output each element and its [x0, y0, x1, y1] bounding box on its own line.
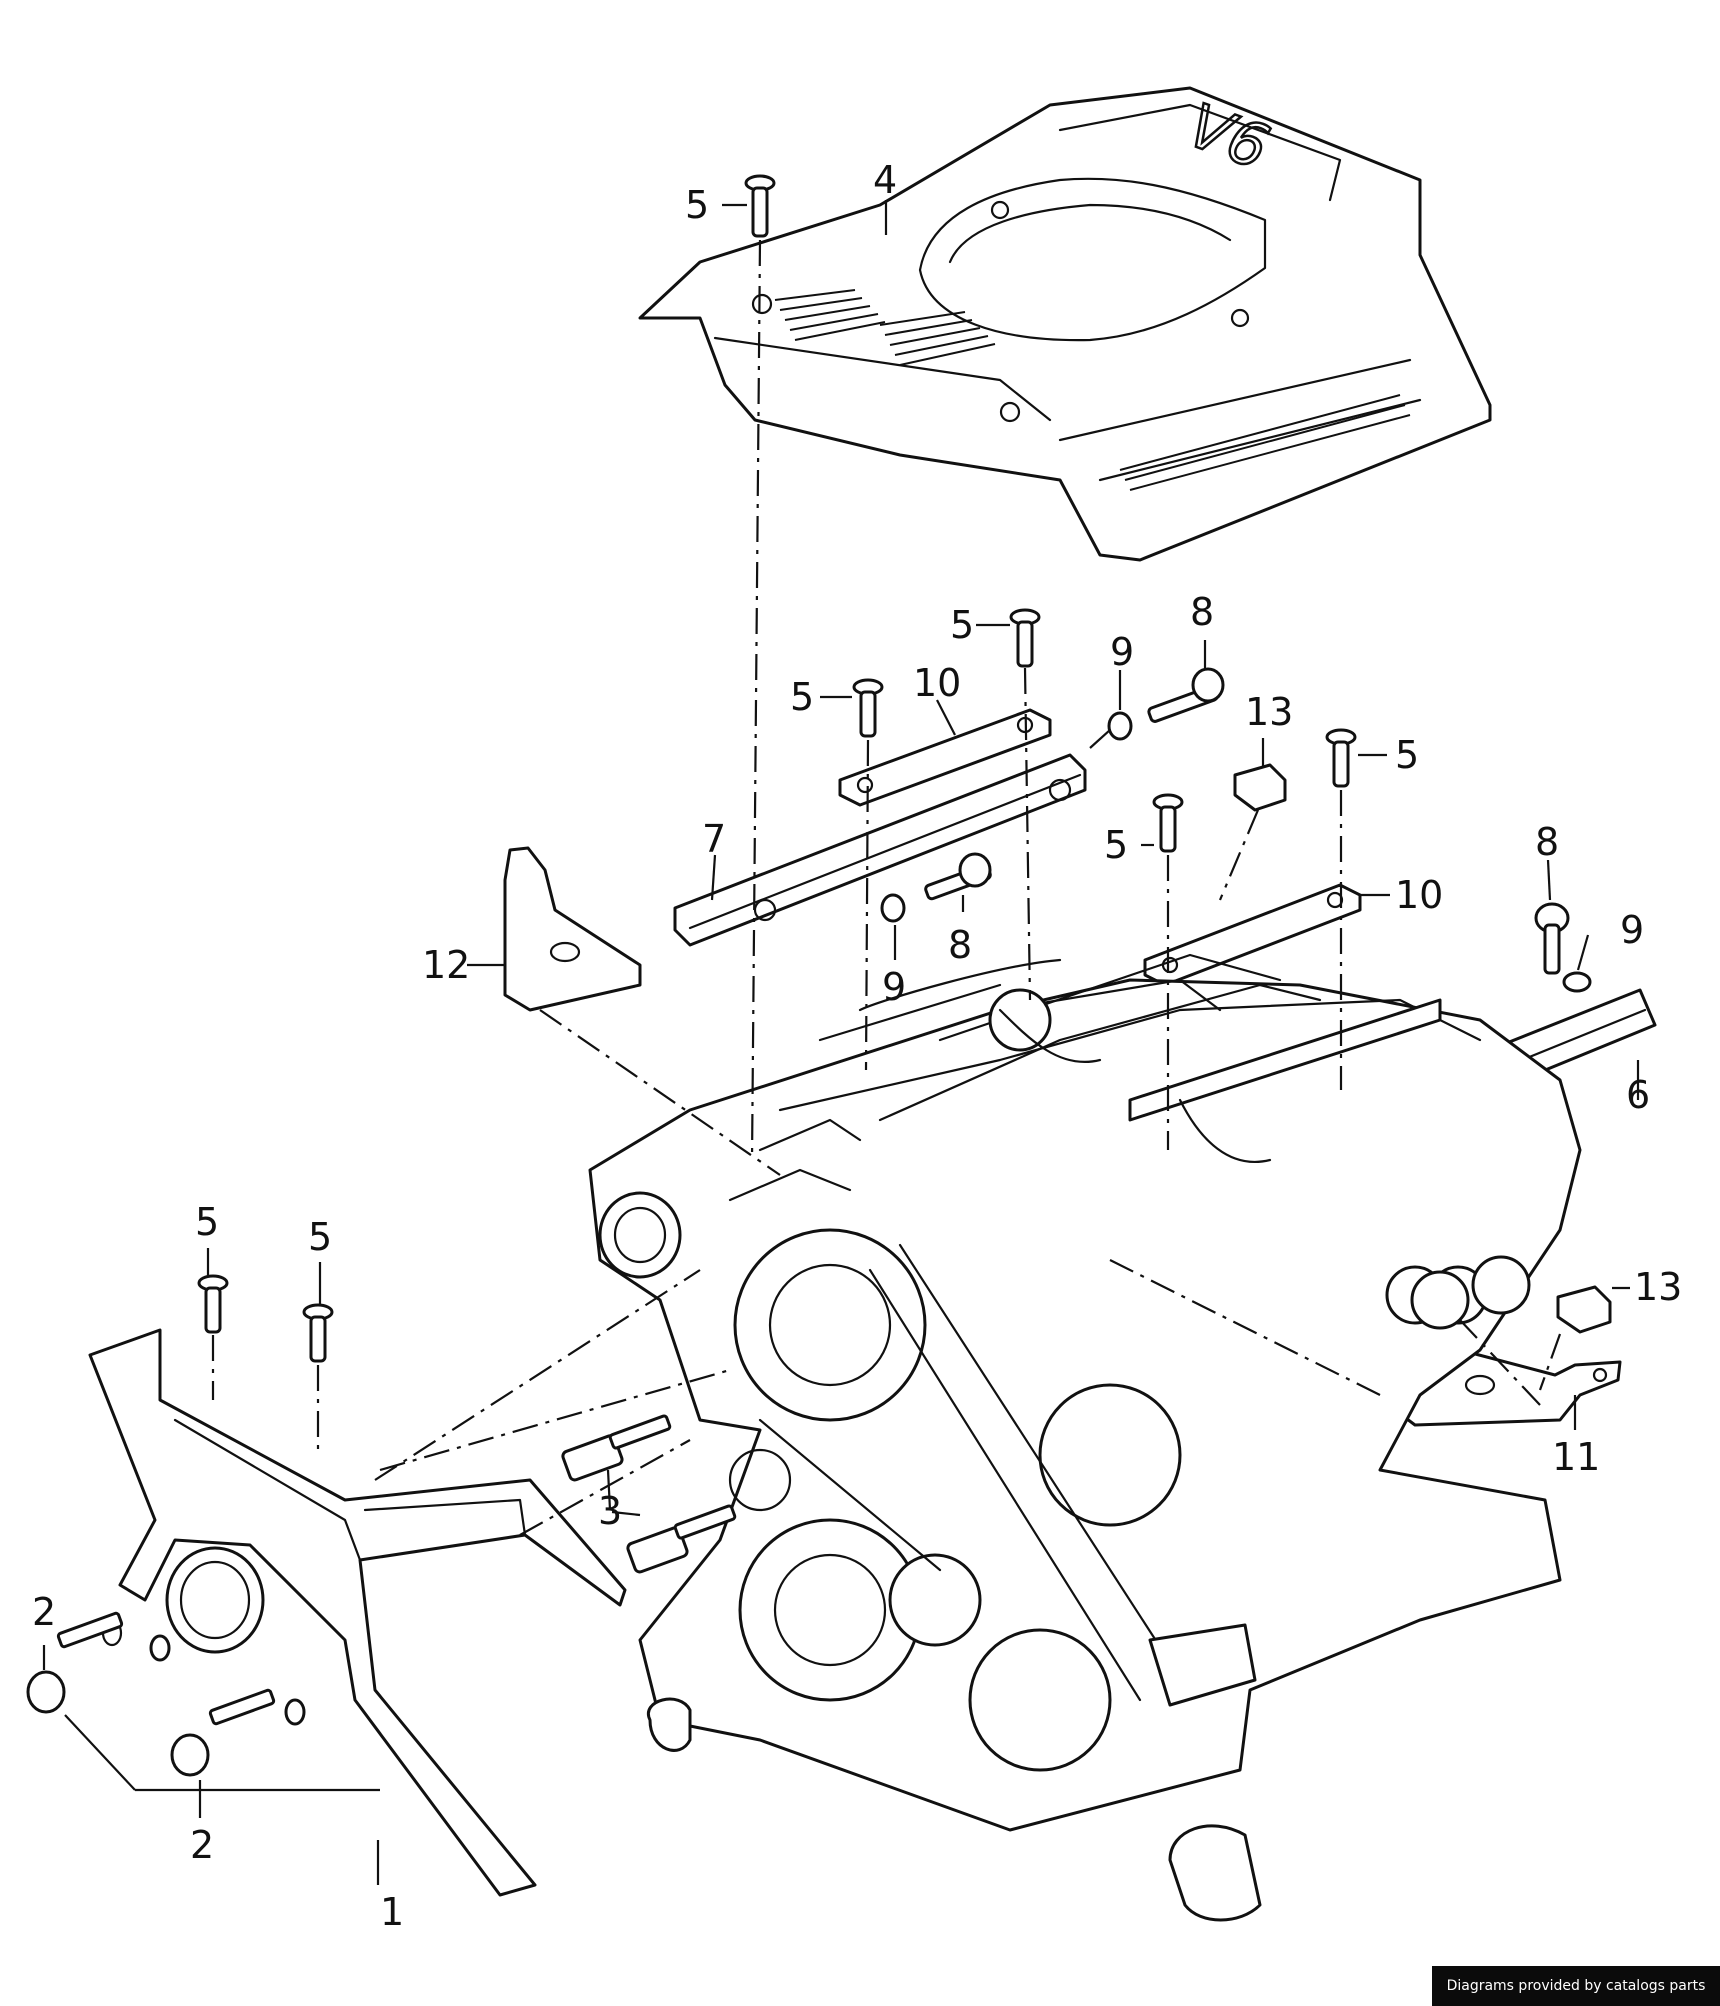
callout-8-middle: 8: [948, 923, 972, 967]
bolt-2-a: [26, 1611, 171, 1714]
callout-5-middle: 5: [1104, 823, 1128, 867]
stud-3-b: [626, 1504, 737, 1574]
callout-5-bracket-top: 5: [950, 603, 974, 647]
bolt-8-c: [1534, 902, 1570, 975]
clip-13-a: [1233, 763, 1287, 812]
timing-belt-cover: [88, 1328, 627, 1897]
callout-13-top: 13: [1245, 690, 1293, 734]
bolt-8-a: [1147, 667, 1225, 723]
callout-5-cover-left: 5: [195, 1200, 219, 1244]
callout-7: 7: [702, 817, 726, 861]
callout-10-upper: 10: [913, 661, 961, 705]
screw-5-b: [852, 678, 884, 738]
callout-2-lower: 2: [190, 1823, 214, 1867]
callout-5-bracket-left: 5: [790, 675, 814, 719]
engine-assembly: [588, 953, 1582, 1922]
callout-5-right: 5: [1395, 733, 1419, 777]
callout-9-top: 9: [1110, 630, 1134, 674]
callout-9-middle: 9: [882, 965, 906, 1009]
washer-9-b: [880, 893, 906, 923]
callout-13-right: 13: [1634, 1265, 1682, 1309]
callout-10-lower: 10: [1395, 873, 1443, 917]
screw-5-d: [1325, 728, 1357, 788]
credit-text: Diagrams provided by catalogs parts: [1446, 1978, 1706, 1994]
callout-1: 1: [380, 1890, 404, 1934]
callout-4: 4: [873, 158, 897, 202]
bracket-10-upper: [838, 708, 1052, 807]
callout-6: 6: [1626, 1073, 1650, 1117]
callout-8-right: 8: [1535, 820, 1559, 864]
bolt-2-b: [170, 1688, 306, 1777]
engine-top-cover: V6: [638, 86, 1492, 562]
callout-9-right: 9: [1620, 908, 1644, 952]
bracket-10-lower: [1143, 883, 1362, 987]
screw-5-c: [1009, 608, 1041, 668]
callout-3: 3: [598, 1489, 622, 1533]
callout-8-top: 8: [1190, 590, 1214, 634]
credit-banner: Diagrams provided by catalogs parts: [1432, 1966, 1720, 2006]
stud-3-a: [561, 1414, 672, 1482]
leader-lines: [42, 200, 1640, 1885]
callout-5-cover-right: 5: [308, 1215, 332, 1259]
callout-5-top: 5: [685, 183, 709, 227]
bolt-8-b: [924, 852, 992, 901]
screw-5-g: [302, 1303, 334, 1363]
clip-13-b: [1556, 1285, 1612, 1334]
mounting-plate-12: [503, 846, 642, 1012]
screw-5-f: [197, 1274, 229, 1334]
callout-11: 11: [1552, 1435, 1600, 1479]
screw-5-a: [744, 174, 776, 238]
screw-5-e: [1152, 793, 1184, 853]
washer-9-a: [1107, 711, 1133, 741]
washer-9-c: [1562, 971, 1592, 993]
callout-labels: 1 2 2 3 4 5 5 5 5 5 5 5 6 7 8 8 8 9 9 9 …: [32, 158, 1682, 1934]
callout-2-upper: 2: [32, 1590, 56, 1634]
alignment-lines: [211, 239, 1562, 1536]
callout-12: 12: [422, 943, 470, 987]
